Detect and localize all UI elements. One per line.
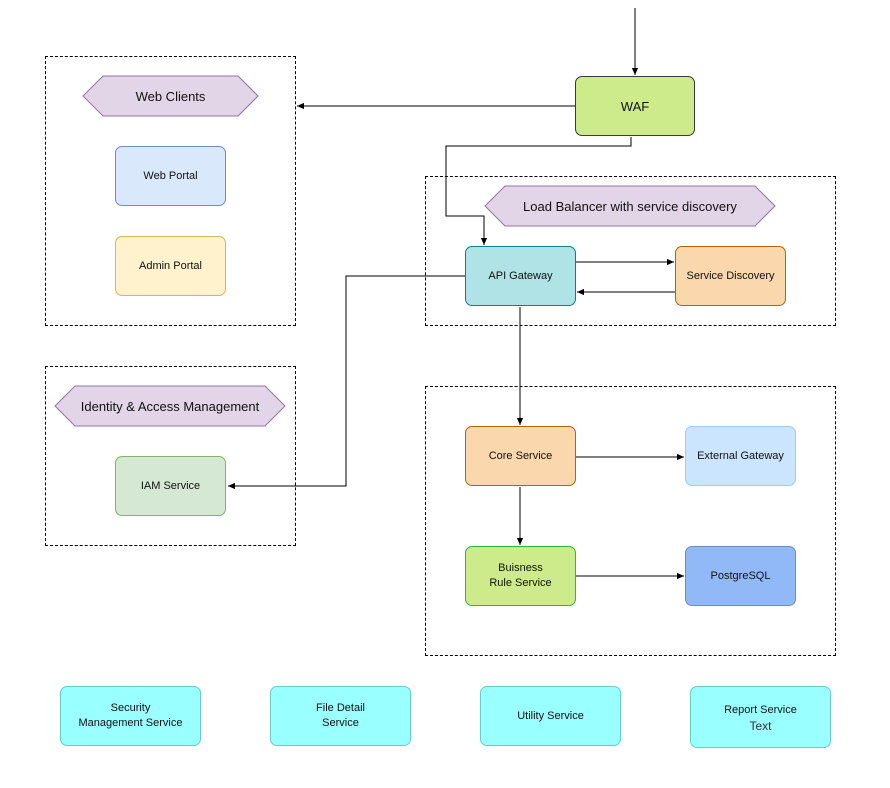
core-service-node[interactable]: Core Service [465, 426, 576, 486]
web-clients-group [45, 56, 296, 326]
web-portal-label: Web Portal [143, 169, 198, 182]
load-balancer-hexagon-shape [484, 185, 776, 227]
postgresql-label: PostgreSQL [710, 569, 771, 582]
business-rule-service-node[interactable]: Buisness Rule Service [465, 546, 576, 606]
security-label-line1: Security [110, 702, 151, 714]
waf-node[interactable]: WAF [575, 76, 695, 136]
business-rule-label-line1: Buisness [498, 562, 543, 574]
iam-service-node[interactable]: IAM Service [115, 456, 226, 516]
load-balancer-group [425, 176, 836, 326]
load-balancer-label: Load Balancer with service discovery [523, 198, 737, 214]
external-gateway-label: External Gateway [697, 449, 784, 462]
iam-service-label: IAM Service [140, 479, 201, 492]
web-clients-hexagon-shape [82, 75, 259, 117]
arrow-api-to-iam [228, 275, 465, 490]
file-detail-label-line1: File Detail [316, 702, 365, 714]
utility-service-label: Utility Service [517, 709, 584, 722]
report-service-label: Report Service [724, 703, 797, 716]
web-portal-node[interactable]: Web Portal [115, 146, 226, 206]
file-detail-service-node[interactable]: File Detail Service [270, 686, 411, 746]
security-management-service-node[interactable]: Security Management Service [60, 686, 201, 746]
security-label-line2: Management Service [78, 717, 183, 729]
arrow-waf-api-gateway [445, 137, 632, 245]
file-detail-label-line2: Service [322, 717, 359, 729]
external-gateway-node[interactable]: External Gateway [685, 426, 796, 486]
api-gateway-node[interactable]: API Gateway [465, 246, 576, 306]
utility-service-node[interactable]: Utility Service [480, 686, 621, 746]
iam-label: Identity & Access Management [80, 398, 260, 414]
waf-label: WAF [620, 98, 650, 114]
admin-portal-node[interactable]: Admin Portal [115, 236, 226, 296]
backend-services-group [425, 386, 836, 656]
report-service-node[interactable]: Report Service Text [690, 686, 831, 748]
iam-hexagon-shape [54, 385, 286, 427]
service-discovery-label: Service Discovery [686, 269, 775, 282]
report-service-subtext: Text [749, 718, 772, 733]
iam-group [45, 366, 296, 546]
business-rule-label-line2: Rule Service [489, 577, 552, 589]
api-gateway-label: API Gateway [488, 269, 553, 282]
postgresql-node[interactable]: PostgreSQL [685, 546, 796, 606]
service-discovery-node[interactable]: Service Discovery [675, 246, 786, 306]
web-clients-label: Web Clients [135, 88, 206, 104]
core-service-label: Core Service [488, 449, 553, 462]
admin-portal-label: Admin Portal [139, 259, 202, 272]
